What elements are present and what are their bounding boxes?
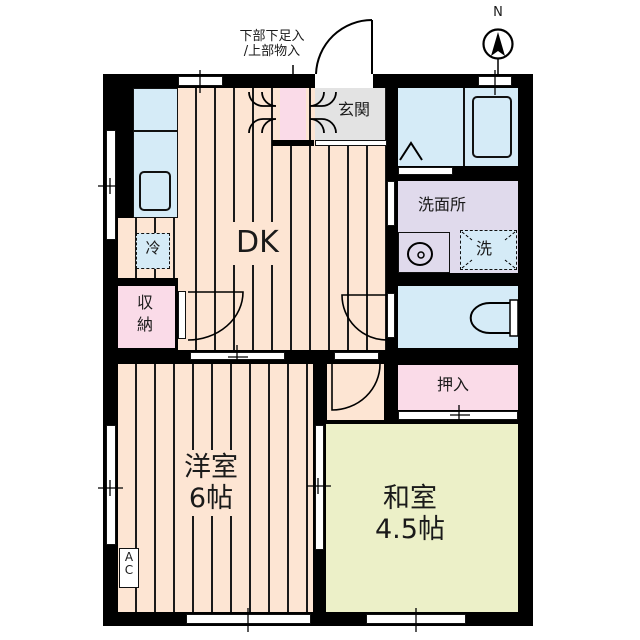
entrance-label: 玄関 xyxy=(338,100,371,119)
ac-label: AC xyxy=(124,550,134,578)
japanese-room xyxy=(326,424,518,612)
washroom-label: 洗面所 xyxy=(418,195,467,214)
washer-label: 洗 xyxy=(476,239,493,258)
entrance xyxy=(315,88,385,140)
storage-label-text: 収納 xyxy=(137,293,154,335)
shoe-cabinet-note: 下部下足入 /上部物入 xyxy=(222,29,322,60)
washroom-door[interactable] xyxy=(387,181,395,226)
compass-icon xyxy=(482,28,514,74)
storage-door[interactable] xyxy=(178,291,186,339)
fridge-label: 冷 xyxy=(145,239,161,257)
entry-door-gap xyxy=(315,74,373,88)
toilet-door[interactable] xyxy=(387,293,395,338)
kitchen-window[interactable] xyxy=(106,130,116,240)
western-room-name: 洋室 xyxy=(184,452,238,483)
japanese-room-size: 4.5帖 xyxy=(375,514,445,546)
note-line-2: /上部物入 xyxy=(243,43,301,59)
closet-label: 押入 xyxy=(437,375,470,394)
ac-unit xyxy=(119,548,139,588)
western-left-window[interactable] xyxy=(106,425,116,545)
bath-divider xyxy=(463,88,465,166)
hall-door-top xyxy=(334,352,379,360)
vanity-sink xyxy=(398,232,450,273)
shoe-cabinet xyxy=(280,88,306,140)
japanese-room-label: 和室 4.5帖 xyxy=(375,483,445,545)
washer-space xyxy=(460,230,517,270)
entrance-step xyxy=(315,140,387,146)
counter-divider xyxy=(133,130,178,132)
japanese-sliding-door[interactable] xyxy=(315,425,324,550)
toilet xyxy=(398,286,518,348)
closet xyxy=(398,365,518,410)
note-line-1: 下部下足入 xyxy=(239,29,305,44)
fridge-space xyxy=(136,233,170,269)
sink-icon xyxy=(139,171,171,211)
western-room-label: 洋室 6帖 xyxy=(178,450,244,517)
compass-north-label: N xyxy=(493,5,503,20)
shoe-cabinet-base xyxy=(272,140,314,146)
japanese-room-name: 和室 xyxy=(382,483,437,514)
western-room-size: 6帖 xyxy=(188,483,234,515)
dk-label: DK xyxy=(232,222,283,265)
bath-threshold xyxy=(398,167,453,175)
storage xyxy=(118,286,175,348)
bathtub-icon xyxy=(472,96,512,158)
hall xyxy=(327,364,384,420)
storage-label: 収納 xyxy=(130,292,160,337)
